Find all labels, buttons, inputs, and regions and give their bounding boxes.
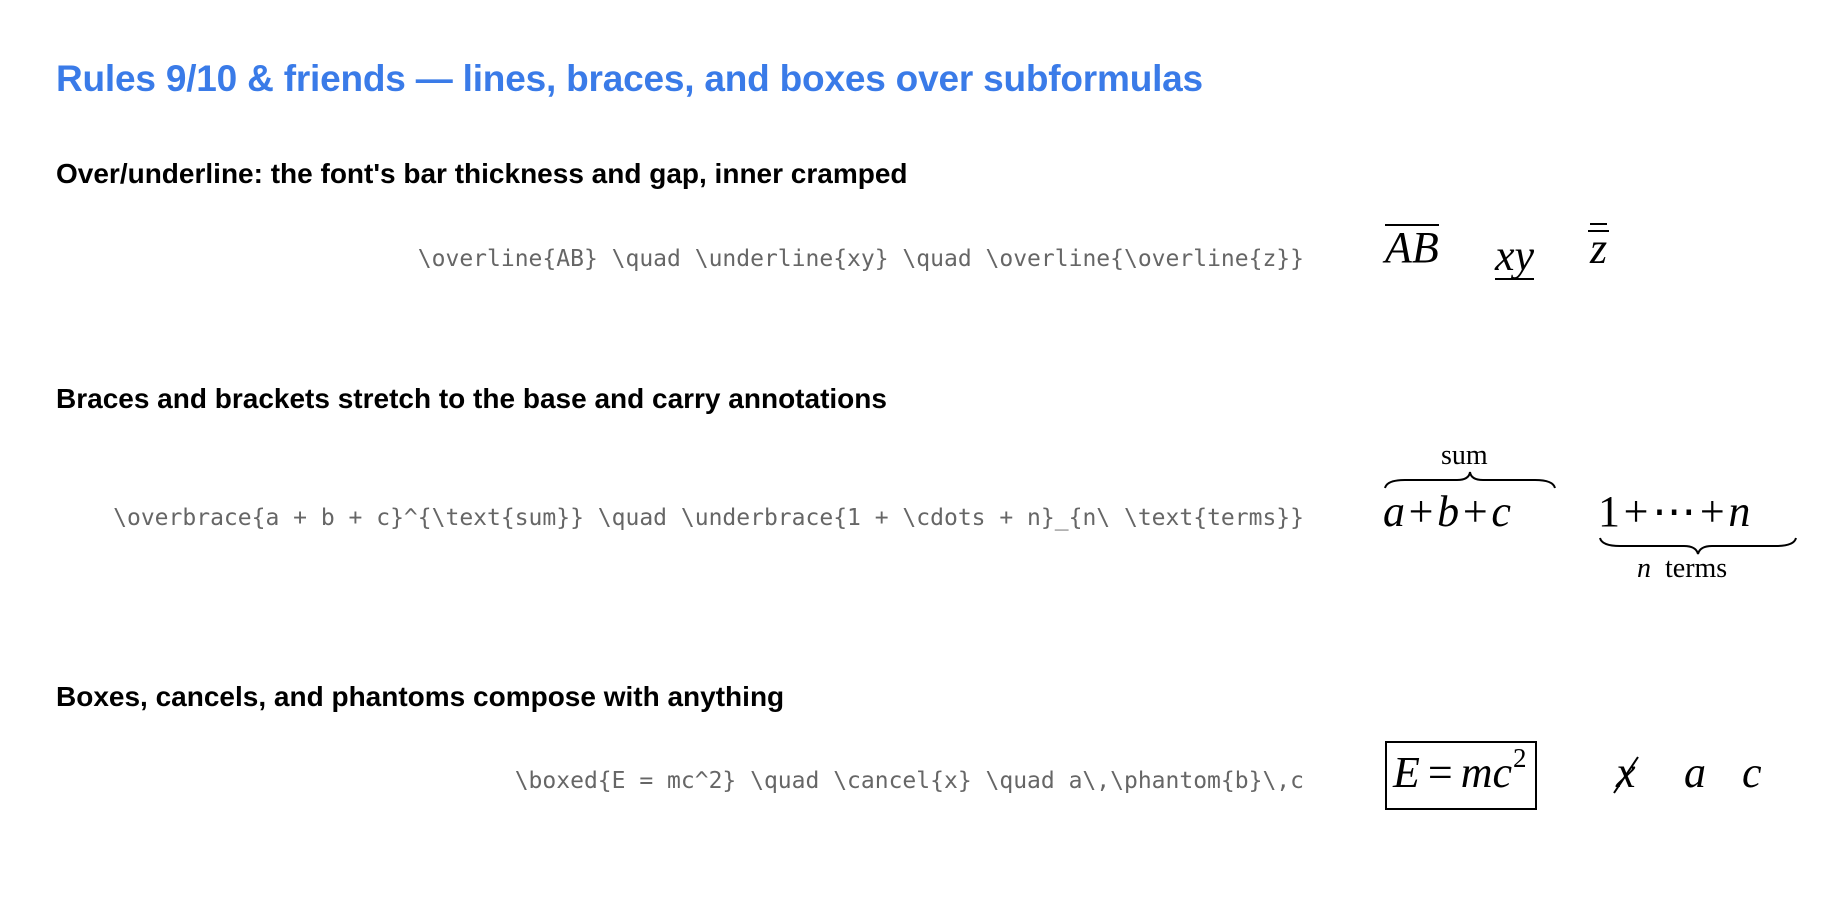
underline-xy: xy [1495, 231, 1535, 280]
cancel-slash-icon [1613, 756, 1639, 794]
overbrace-icon [1384, 471, 1556, 489]
latex-source-boxes: \boxed{E = mc^2} \quad \cancel{x} \quad … [514, 768, 1304, 794]
overbrace-group: sum a + b + c [1383, 440, 1558, 540]
section-heading-boxes: Boxes, cancels, and phantoms compose wit… [56, 681, 785, 712]
boxed-var-e: E [1393, 748, 1420, 797]
section-heading-braces: Braces and brackets stretch to the base … [56, 383, 887, 414]
underbrace-term-dots: ⋯ [1652, 487, 1697, 536]
phantom-var-c: c [1742, 748, 1762, 797]
inner-overline-bar [1590, 223, 1608, 225]
overline-ab: AB [1385, 223, 1439, 272]
boxed-equals: = [1427, 748, 1453, 797]
cancel-var: x [1616, 748, 1636, 797]
boxed-exponent: 2 [1513, 743, 1527, 773]
underbrace-label-var: n [1637, 553, 1651, 584]
overbrace-term-b: b [1437, 487, 1460, 536]
underbrace-label-text: terms [1665, 553, 1728, 584]
overbrace-label: sum [1441, 440, 1488, 471]
underbrace-icon [1599, 537, 1797, 555]
underbrace-term-one: 1 [1598, 487, 1620, 536]
phantom-var-a: a [1684, 748, 1706, 797]
double-overline-z: z [1588, 223, 1610, 271]
underbrace-term-n: n [1728, 487, 1751, 536]
cancel-formula: x [1613, 748, 1639, 797]
underbrace-group: 1 + ⋯ + n n terms [1598, 490, 1798, 590]
latex-source-overline: \overline{AB} \quad \underline{xy} \quad… [417, 246, 1304, 272]
underbrace-label: n terms [1637, 553, 1727, 585]
section-heading-overline: Over/underline: the font's bar thickness… [56, 158, 908, 189]
underbrace-base: 1 + ⋯ + n [1598, 487, 1751, 536]
overbrace-term-c: c [1491, 487, 1511, 536]
boxed-mc: mc [1460, 748, 1513, 797]
double-overline-z-base: z [1590, 224, 1608, 273]
overbrace-term-a: a [1383, 487, 1405, 536]
latex-source-braces: \overbrace{a + b + c}^{\text{sum}} \quad… [113, 505, 1304, 531]
boxed-formula: E=mc2 [1385, 741, 1537, 810]
page-title: Rules 9/10 & friends — lines, braces, an… [56, 58, 1203, 99]
overbrace-base: a + b + c [1383, 487, 1511, 536]
